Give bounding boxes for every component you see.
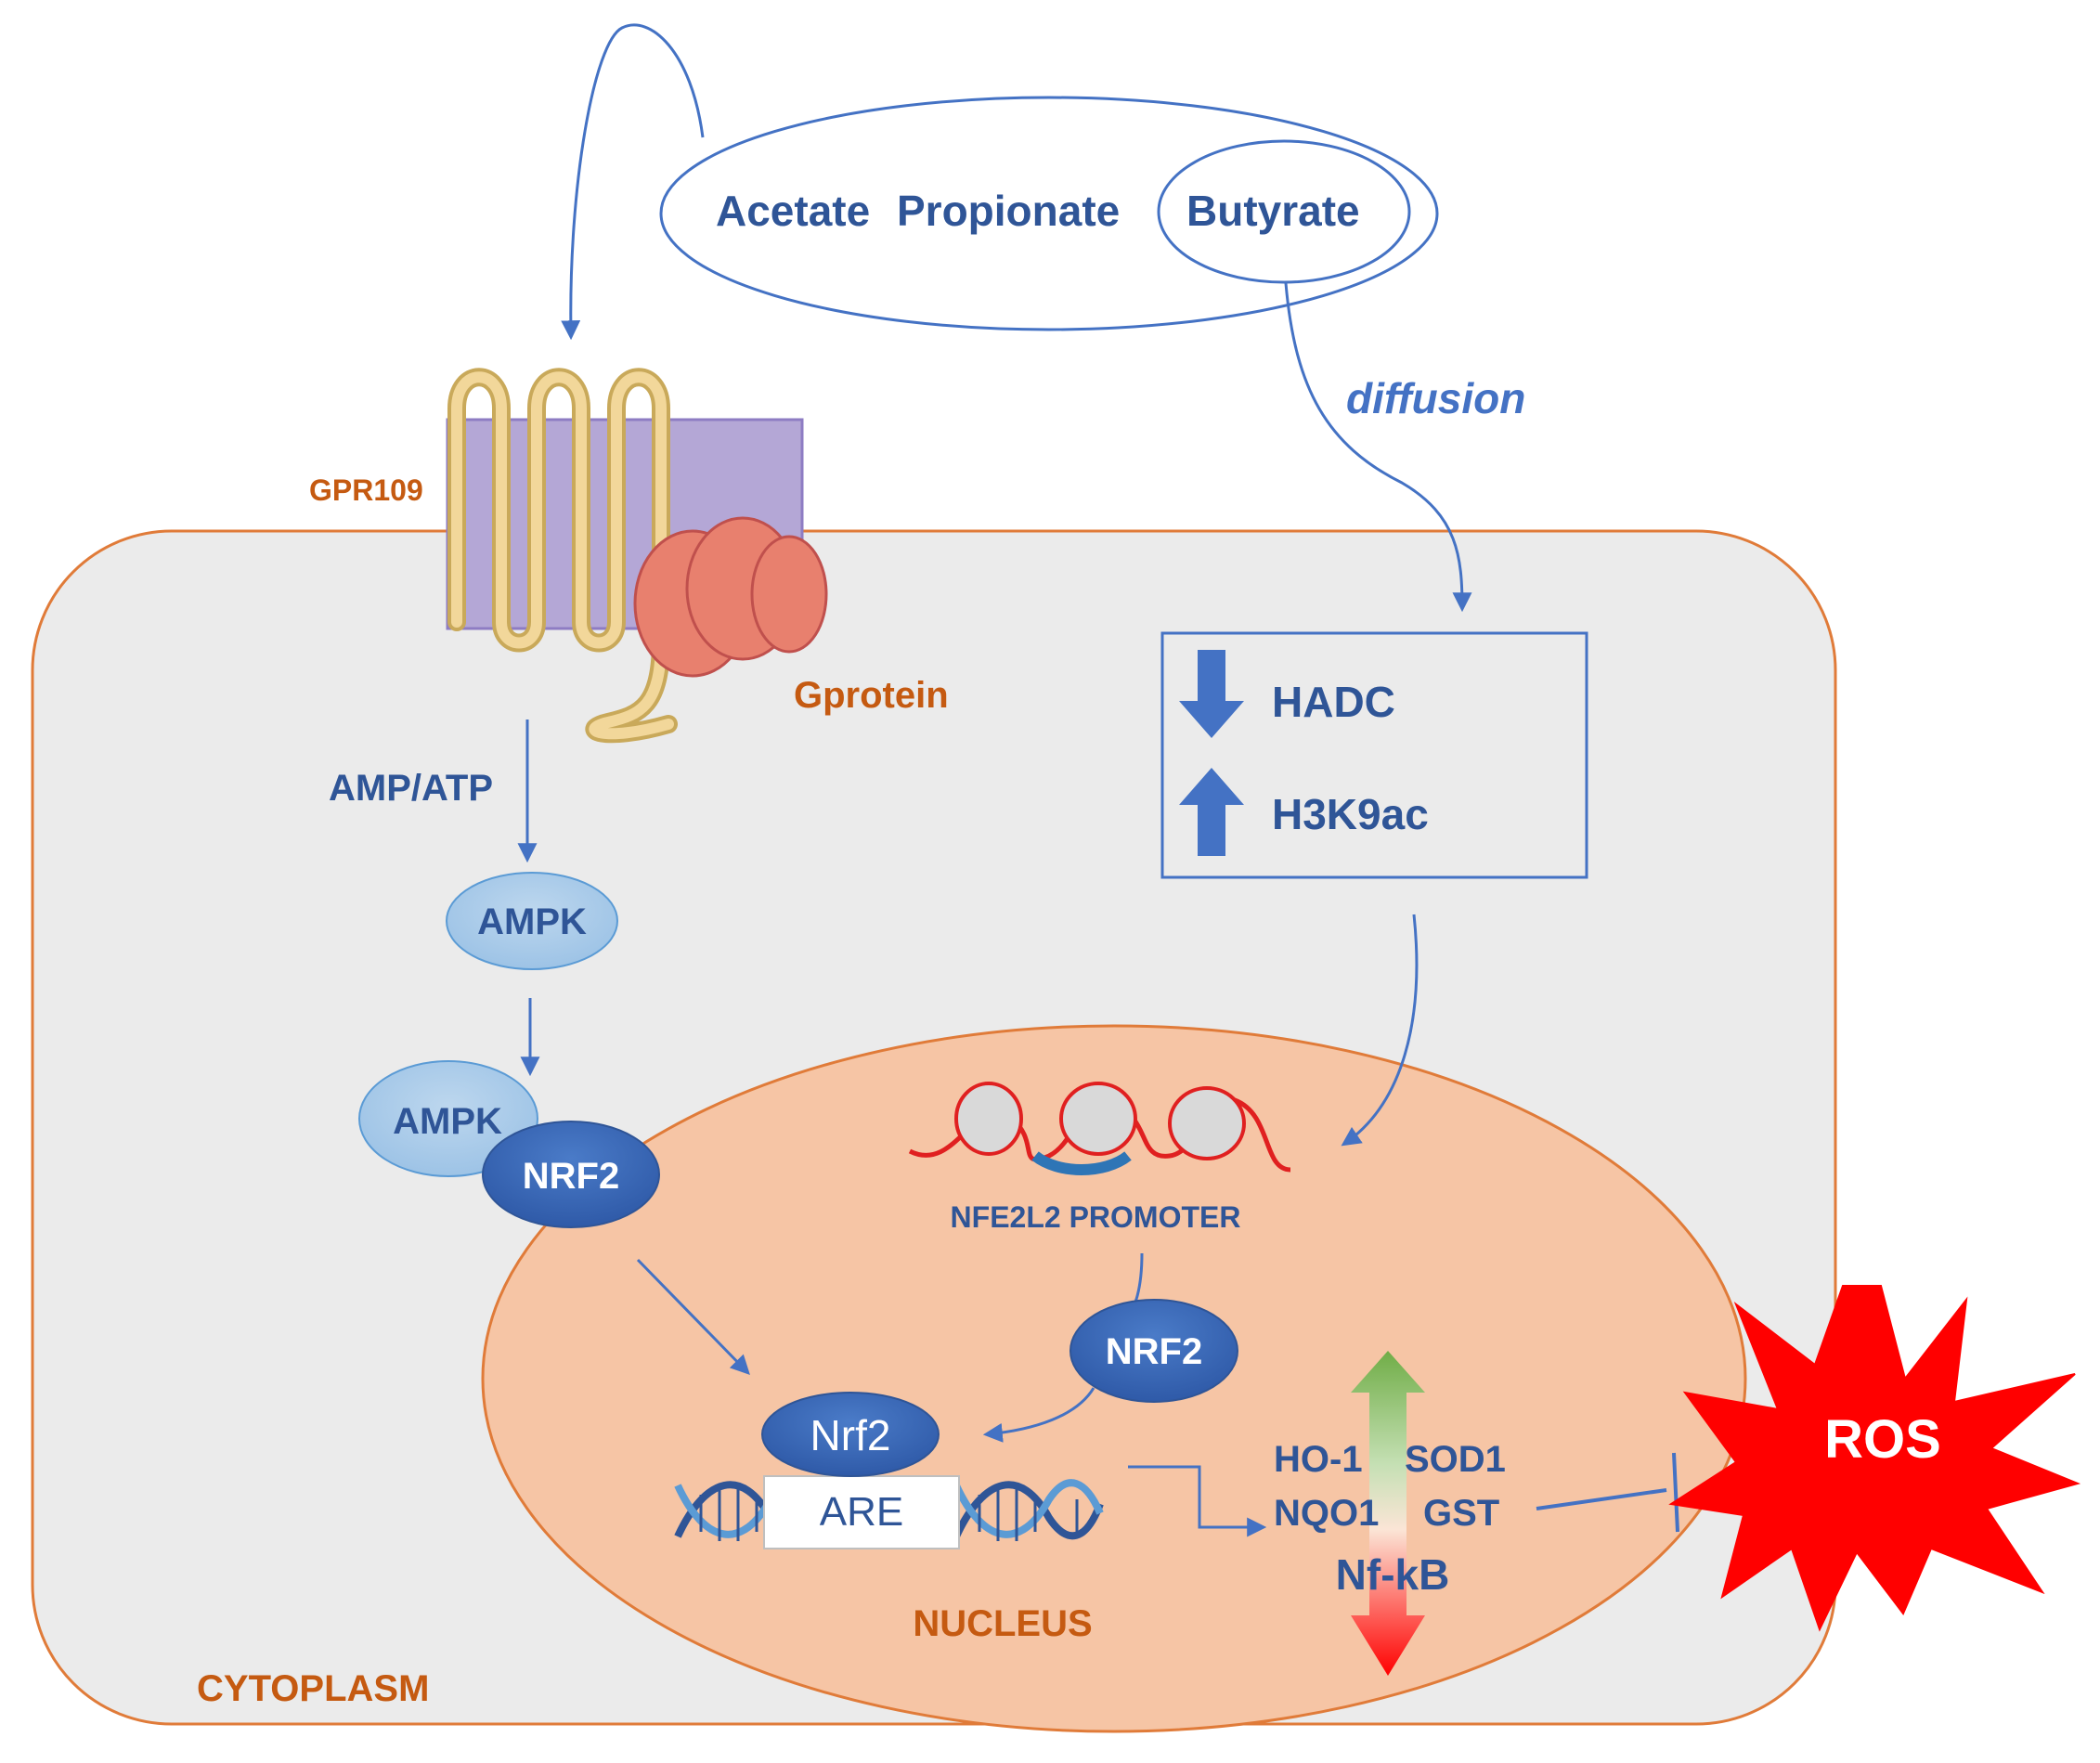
arrow-complex-to-are — [636, 1258, 750, 1376]
arrow-up-icon — [1179, 768, 1244, 856]
nrf2-bound-node — [761, 1392, 940, 1477]
arrow-box-to-promoter — [1341, 914, 1419, 1147]
nucleus-label: NUCLEUS — [913, 1603, 1092, 1644]
ros-label: ROS — [1824, 1409, 1941, 1470]
butyrate-ellipse — [1157, 139, 1411, 284]
sod1-label: SOD1 — [1405, 1439, 1506, 1480]
nqo1-label: NQO1 — [1274, 1493, 1379, 1534]
ampk-complex-label: AMPK — [393, 1101, 502, 1142]
inhibit-bar — [1672, 1452, 1679, 1533]
are-box — [763, 1475, 960, 1549]
ampk-label: AMPK — [477, 901, 587, 942]
arrow-scfa-to-receptor — [561, 23, 705, 341]
acetate-label: Acetate — [716, 187, 870, 235]
cytoplasm-label: CYTOPLASM — [197, 1668, 429, 1709]
ho1-label: HO-1 — [1274, 1439, 1363, 1480]
h3k9ac-label: H3K9ac — [1272, 790, 1429, 838]
gpr109-label: GPR109 — [309, 473, 423, 507]
arrow-diffusion — [1284, 282, 1472, 613]
propionate-label: Propionate — [897, 187, 1120, 235]
diffusion-label: diffusion — [1346, 374, 1525, 422]
ampk-node — [446, 872, 618, 970]
up-down-gradient-arrow — [1351, 1351, 1425, 1676]
nrf2-complex-label: NRF2 — [523, 1156, 619, 1197]
nfkb-label: Nf-kB — [1336, 1550, 1450, 1599]
epigenetic-box — [1160, 631, 1588, 879]
nrf2-nucleus-node — [1069, 1299, 1238, 1403]
ros-starburst — [1668, 1285, 2081, 1632]
arrow-down-icon — [1179, 650, 1244, 738]
hadc-label: HADC — [1272, 678, 1395, 726]
arrow-nrf2-to-are — [982, 1387, 1095, 1443]
nrf2-bound-label: Nrf2 — [810, 1411, 891, 1459]
chromatin-nucleosomes — [908, 1082, 1291, 1175]
nrf2-nucleus-label: NRF2 — [1106, 1331, 1202, 1372]
arrow-are-to-targets — [1128, 1465, 1267, 1537]
are-label: ARE — [820, 1489, 903, 1535]
ampk-complex-node — [358, 1060, 538, 1177]
amp-atp-label: AMP/ATP — [329, 768, 493, 809]
scfa-outer-ellipse — [659, 96, 1439, 331]
gprotein-label: Gprotein — [794, 675, 949, 716]
butyrate-label: Butyrate — [1186, 187, 1360, 235]
nrf2-complex-node — [482, 1121, 660, 1228]
promoter-label: NFE2L2 PROMOTER — [951, 1200, 1241, 1234]
inhibit-line-to-ros — [1536, 1488, 1667, 1510]
gprotein-complex — [633, 516, 828, 678]
gst-label: GST — [1423, 1493, 1499, 1534]
